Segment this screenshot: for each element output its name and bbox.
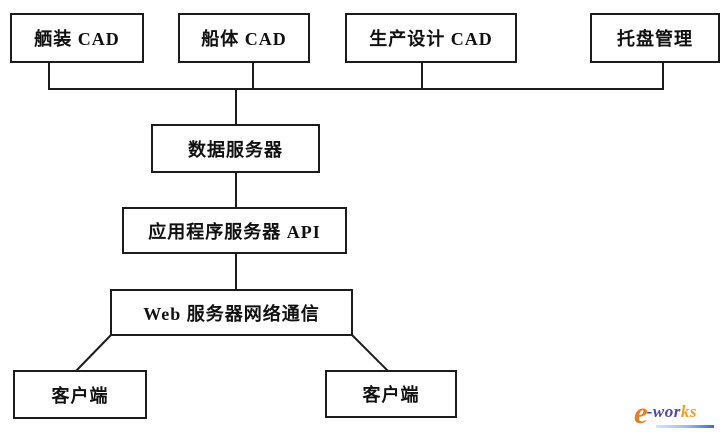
node-app-server-api: 应用程序服务器 API — [122, 207, 347, 254]
eworks-logo-underline — [656, 425, 714, 428]
node-data-server-label: 数据服务器 — [188, 139, 283, 160]
node-hull-cad: 船体 CAD — [178, 13, 310, 63]
node-client-left: 客户端 — [13, 370, 147, 419]
node-pallet-management: 托盘管理 — [590, 13, 720, 63]
node-web-server-network-label: Web 服务器网络通信 — [143, 303, 320, 324]
eworks-logo-e: e — [634, 395, 648, 430]
connector-webserver-to-client-right — [351, 334, 389, 372]
node-client-right-label: 客户端 — [362, 385, 420, 405]
node-production-design-cad-label: 生产设计 CAD — [369, 29, 493, 49]
node-production-design-cad: 生产设计 CAD — [345, 13, 517, 63]
node-outfitting-cad: 舾装 CAD — [10, 13, 144, 63]
eworks-logo-wor: -wor — [646, 402, 681, 421]
node-outfitting-cad-label: 舾装 CAD — [34, 29, 120, 49]
eworks-logo-text: e-works — [634, 397, 697, 428]
node-client-right: 客户端 — [325, 370, 457, 418]
node-pallet-management-label: 托盘管理 — [617, 29, 693, 49]
node-app-server-api-label: 应用程序服务器 API — [148, 221, 321, 242]
node-web-server-network: Web 服务器网络通信 — [110, 289, 353, 336]
node-data-server: 数据服务器 — [151, 124, 320, 173]
eworks-logo-ks: ks — [680, 402, 698, 421]
node-client-left-label: 客户端 — [51, 385, 109, 406]
eworks-logo: e-works — [634, 397, 726, 433]
node-hull-cad-label: 船体 CAD — [201, 29, 287, 49]
connector-webserver-to-client-left — [75, 334, 112, 372]
